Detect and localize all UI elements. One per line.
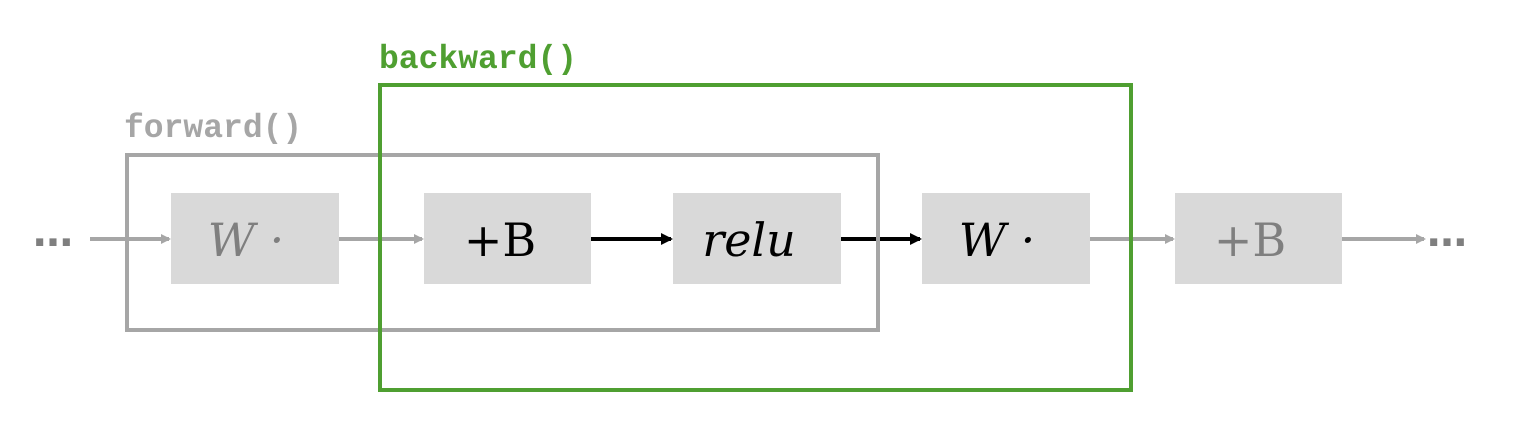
node-label-relu: relu [702, 213, 796, 267]
node-box-w1 [171, 193, 339, 284]
forward-group-label: forward() [124, 110, 302, 147]
forward-group-frame [125, 153, 880, 332]
node-label-w2: W · [959, 213, 1036, 267]
ellipsis-right: … [1427, 210, 1467, 256]
backward-group-frame [378, 83, 1133, 392]
node-label-b1: +B [464, 213, 536, 267]
ellipsis-left: … [33, 210, 73, 256]
node-label-b2: +B [1214, 213, 1286, 267]
node-box-w2 [922, 193, 1090, 284]
node-label-w1: W · [208, 213, 285, 267]
backward-group-label: backward() [379, 41, 577, 78]
node-box-b2 [1175, 193, 1342, 284]
node-box-relu [673, 193, 841, 284]
node-box-b1 [424, 193, 591, 284]
